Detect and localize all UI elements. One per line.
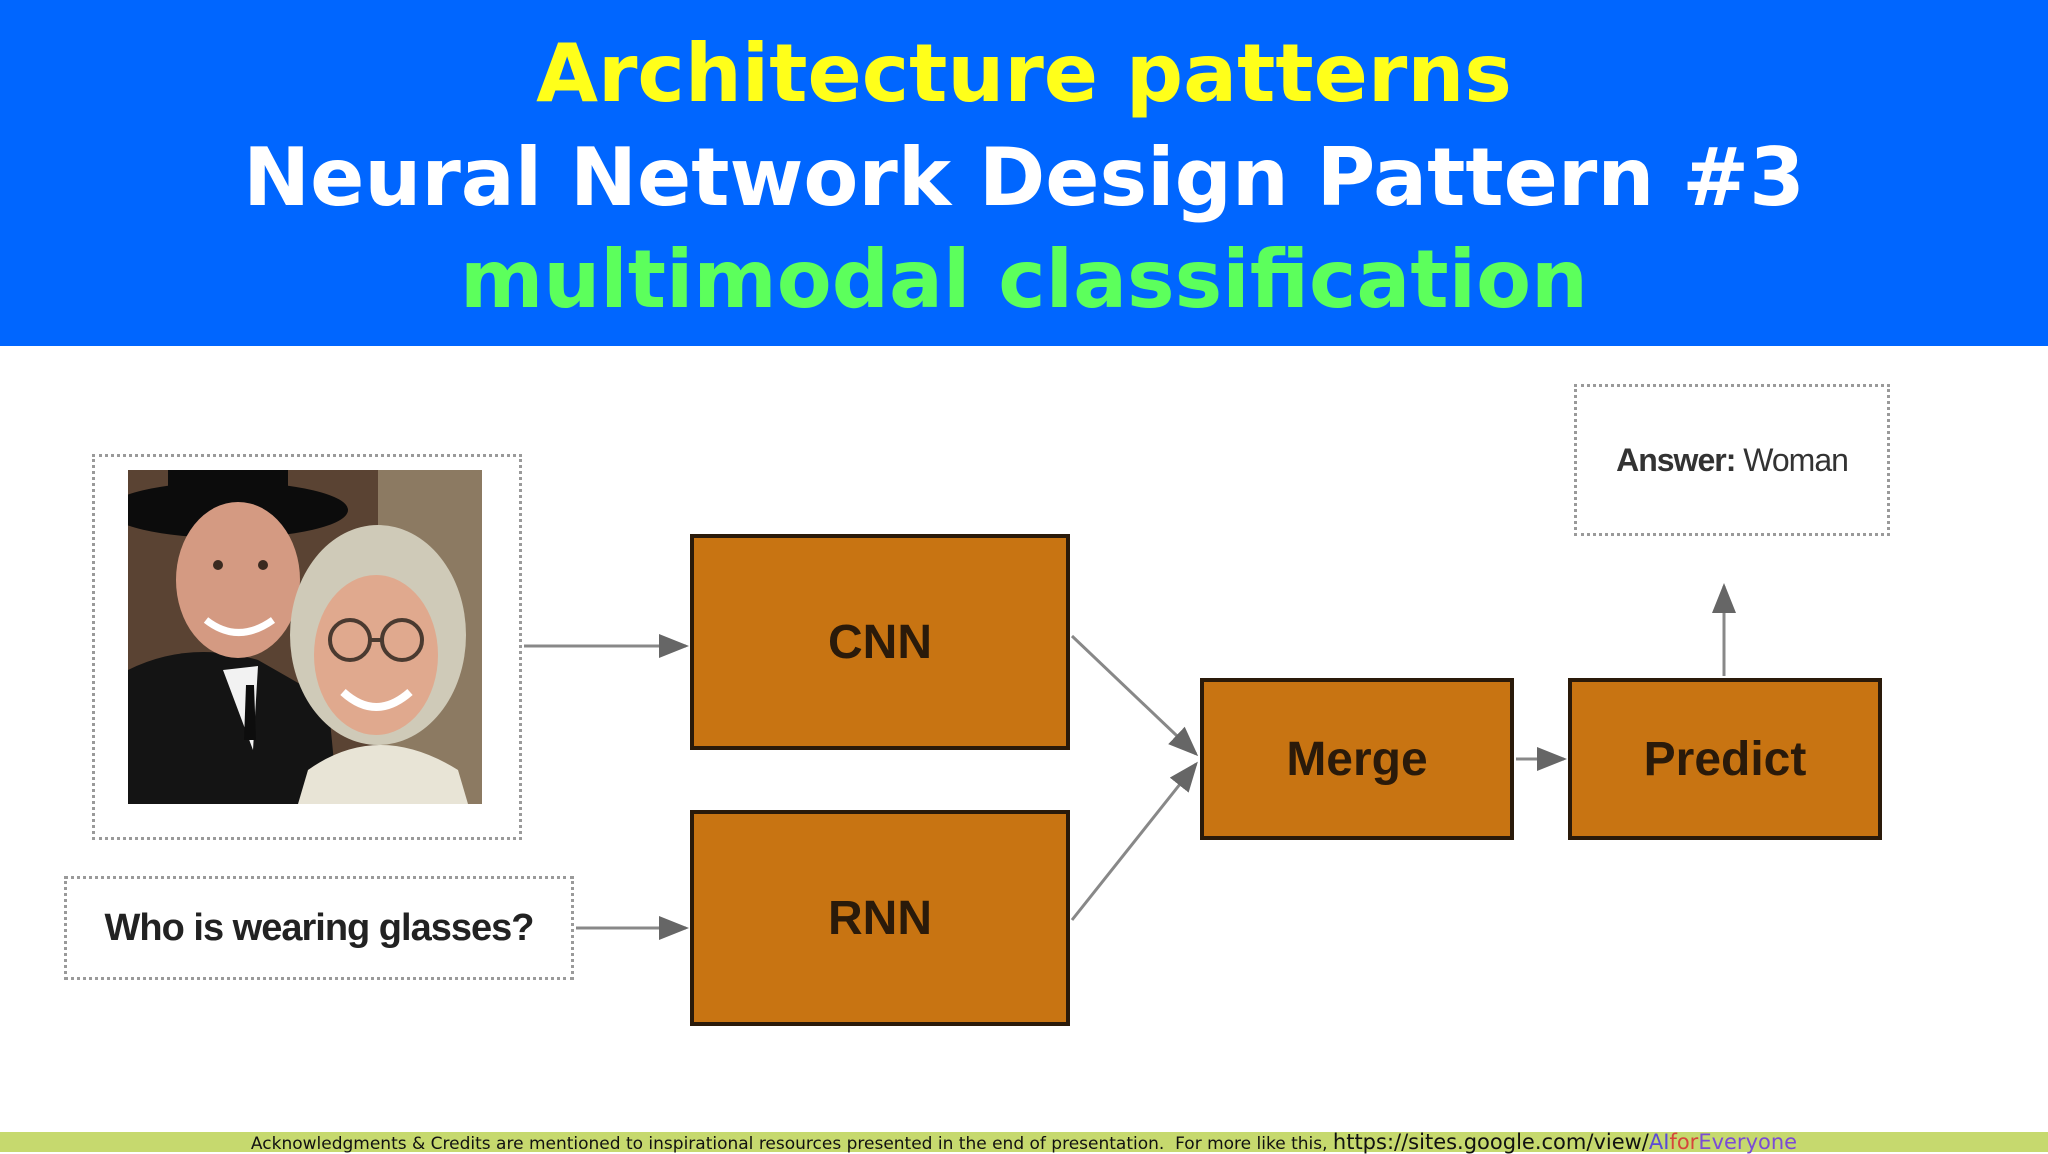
footer-url-for: for (1669, 1130, 1699, 1154)
arrow-cnn-to-merge (1070, 634, 1199, 757)
merge-node: Merge (1200, 678, 1514, 840)
couple-photo (128, 470, 482, 804)
question-text: Who is wearing glasses? (104, 906, 535, 949)
footer-credits: Acknowledgments & Credits are mentioned … (250, 1134, 1333, 1154)
footer-url-prefix: https://sites.google.com/view/ (1332, 1130, 1649, 1154)
answer-output: Answer: Woman (1574, 384, 1890, 536)
photo-illustration (128, 470, 482, 804)
answer-output-frame (1574, 384, 1890, 536)
slide-header: Architecture patterns Neural Network Des… (0, 0, 2048, 346)
rnn-node: RNN (690, 810, 1070, 1026)
slide-topic: multimodal classification (459, 233, 1588, 326)
slide-title: Architecture patterns (536, 27, 1512, 120)
answer-label: Answer: (1616, 441, 1736, 478)
slide-subtitle: Neural Network Design Pattern #3 (243, 131, 1805, 224)
footer-url[interactable]: https://sites.google.com/view/AIforEvery… (1333, 1130, 1797, 1154)
cnn-node: CNN (690, 534, 1070, 750)
slide-footer: Acknowledgments & Credits are mentioned … (0, 1130, 2048, 1154)
footer-url-ai: AI (1648, 1130, 1670, 1154)
footer-url-everyone: Everyone (1698, 1130, 1798, 1154)
text-input-frame (64, 876, 574, 980)
answer-value: Woman (1735, 441, 1849, 478)
arrow-rnn-to-merge (1070, 761, 1198, 921)
predict-node: Predict (1568, 678, 1882, 840)
